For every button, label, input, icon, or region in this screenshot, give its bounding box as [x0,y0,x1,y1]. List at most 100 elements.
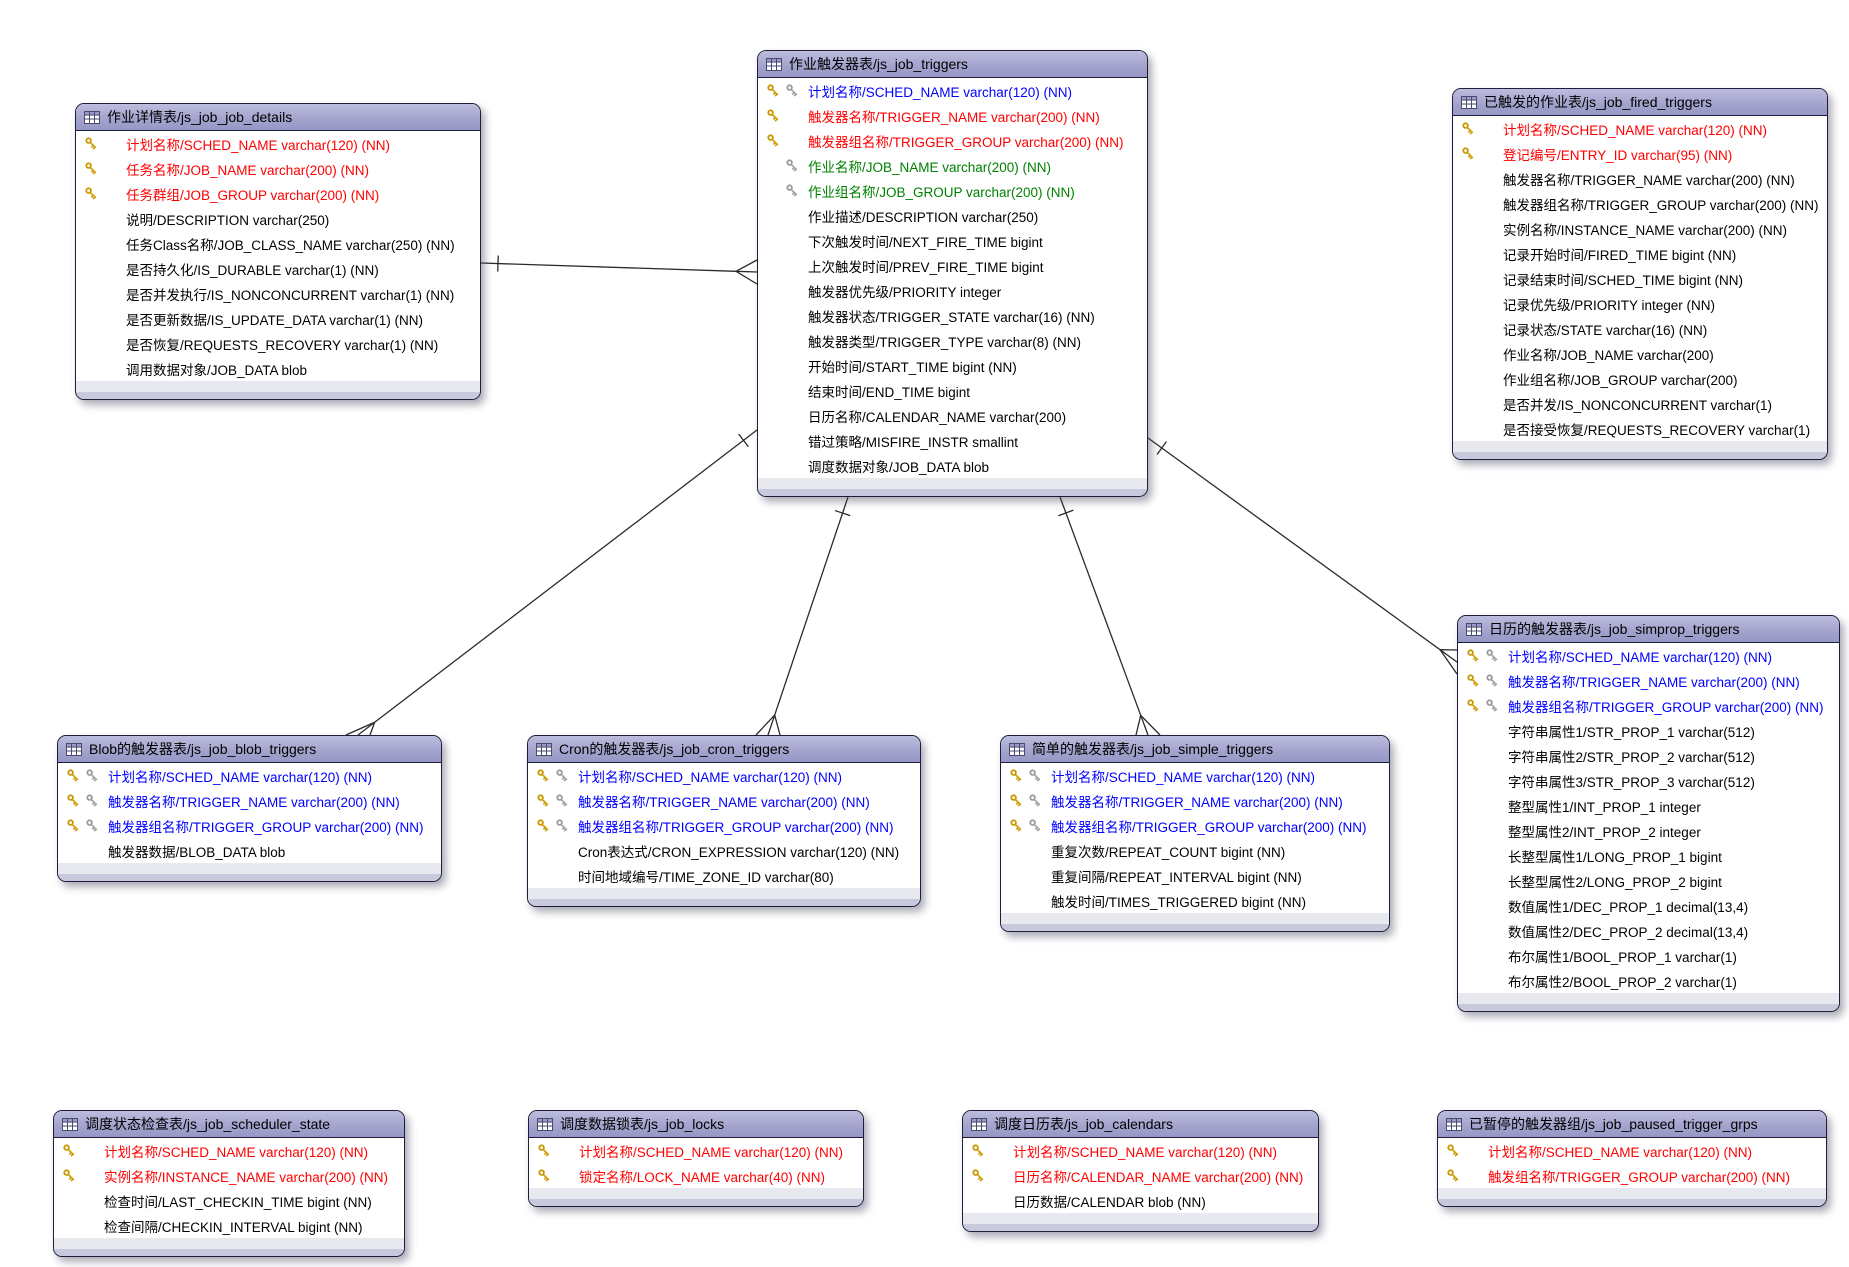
foreign-key-icon [1028,768,1043,783]
foreign-key-icon [1028,793,1043,808]
field-label: 触发器组名称/TRIGGER_GROUP varchar(200) (NN) [578,819,894,835]
foreign-key-icon [785,158,800,173]
field-row: 下次触发时间/NEXT_FIRE_TIME bigint [758,228,1147,253]
table-icon [537,1117,553,1131]
field-label: 布尔属性2/BOOL_PROP_2 varchar(1) [1508,974,1737,990]
field-label: 日历名称/CALENDAR_NAME varchar(200) [808,409,1067,425]
field-label: 计划名称/SCHED_NAME varchar(120) (NN) [126,137,391,153]
foreign-key-icon [1028,818,1043,833]
primary-key-icon [766,83,781,98]
table-js_job_job_details[interactable]: 作业详情表/js_job_job_details 计划名称/SCHED_NAME … [75,103,481,400]
table-title: 已触发的作业表/js_job_fired_triggers [1484,94,1712,110]
field-row: 任务Class名称/JOB_CLASS_NAME varchar(250) (N… [76,231,480,256]
table-title: 作业触发器表/js_job_triggers [789,56,968,72]
table-js_job_triggers[interactable]: 作业触发器表/js_job_triggers 计划名称/SCHED_NAME va… [757,50,1148,497]
field-row: 触发器类型/TRIGGER_TYPE varchar(8) (NN) [758,328,1147,353]
table-title: 调度日历表/js_job_calendars [994,1116,1173,1132]
table-title: 调度状态检查表/js_job_scheduler_state [85,1116,331,1132]
field-row: 触发时间/TIMES_TRIGGERED bigint (NN) [1001,888,1389,913]
foreign-key-icon [785,83,800,98]
field-row: 字符串属性3/STR_PROP_3 varchar(512) [1458,768,1839,793]
table-title: 作业详情表/js_job_job_details [107,109,293,125]
field-label: 结束时间/END_TIME bigint [808,384,971,400]
field-row: 触发器名称/TRIGGER_NAME varchar(200) (NN) [58,788,441,813]
table-icon [66,742,82,756]
primary-key-icon [1466,673,1481,688]
field-label: 计划名称/SCHED_NAME varchar(120) (NN) [1503,122,1768,138]
table-icon [971,1117,987,1131]
field-label: Cron表达式/CRON_EXPRESSION varchar(120) (NN… [578,844,900,860]
primary-key-icon [536,818,551,833]
field-row: 是否恢复/REQUESTS_RECOVERY varchar(1) (NN) [76,331,480,356]
table-title: 日历的触发器表/js_job_simprop_triggers [1489,621,1740,637]
field-row: 计划名称/SCHED_NAME varchar(120) (NN) [1438,1138,1826,1163]
field-label: 上次触发时间/PREV_FIRE_TIME bigint [808,259,1044,275]
field-label: 触发器状态/TRIGGER_STATE varchar(16) (NN) [808,309,1095,325]
field-row: 计划名称/SCHED_NAME varchar(120) (NN) [76,131,480,156]
field-label: 触发组名称/TRIGGER_GROUP varchar(200) (NN) [1488,1169,1791,1185]
field-label: 布尔属性1/BOOL_PROP_1 varchar(1) [1508,949,1737,965]
field-row: 结束时间/END_TIME bigint [758,378,1147,403]
field-row: 触发器名称/TRIGGER_NAME varchar(200) (NN) [528,788,920,813]
table-header: 调度状态检查表/js_job_scheduler_state [54,1111,404,1138]
field-row: 记录结束时间/SCHED_TIME bigint (NN) [1453,266,1827,291]
field-row: 实例名称/INSTANCE_NAME varchar(200) (NN) [1453,216,1827,241]
field-row: 时间地域编号/TIME_ZONE_ID varchar(80) [528,863,920,888]
field-row: 作业名称/JOB_NAME varchar(200) [1453,341,1827,366]
field-row: 记录优先级/PRIORITY integer (NN) [1453,291,1827,316]
field-label: 是否并发执行/IS_NONCONCURRENT varchar(1) (NN) [126,287,455,303]
field-label: 检查时间/LAST_CHECKIN_TIME bigint (NN) [104,1194,372,1210]
field-label: 日历数据/CALENDAR blob (NN) [1013,1194,1206,1210]
table-footer-edge [1438,1199,1826,1206]
field-label: 触发器名称/TRIGGER_NAME varchar(200) (NN) [1503,172,1795,188]
field-row: 整型属性2/INT_PROP_2 integer [1458,818,1839,843]
primary-key-icon [66,768,81,783]
field-label: 计划名称/SCHED_NAME varchar(120) (NN) [1013,1144,1278,1160]
field-row: 是否持久化/IS_DURABLE varchar(1) (NN) [76,256,480,281]
primary-key-icon [536,793,551,808]
field-row: 触发器状态/TRIGGER_STATE varchar(16) (NN) [758,303,1147,328]
foreign-key-icon [85,793,100,808]
field-row: 触发器组名称/TRIGGER_GROUP varchar(200) (NN) [1453,191,1827,216]
field-row: 计划名称/SCHED_NAME varchar(120) (NN) [1453,116,1827,141]
field-row: 触发器名称/TRIGGER_NAME varchar(200) (NN) [1001,788,1389,813]
table-js_job_calendars[interactable]: 调度日历表/js_job_calendars 计划名称/SCHED_NAME va… [962,1110,1319,1232]
table-footer-strip [528,888,920,899]
field-label: 任务群组/JOB_GROUP varchar(200) (NN) [126,187,380,203]
field-label: 作业名称/JOB_NAME varchar(200) (NN) [808,159,1052,175]
foreign-key-icon [1485,648,1500,663]
table-footer-strip [76,381,480,392]
field-label: 触发器组名称/TRIGGER_GROUP varchar(200) (NN) [1503,197,1819,213]
primary-key-icon [766,133,781,148]
primary-key-icon [536,768,551,783]
primary-key-icon [1466,648,1481,663]
field-label: 作业组名称/JOB_GROUP varchar(200) (NN) [808,184,1075,200]
primary-key-icon [84,186,99,201]
field-label: 是否接受恢复/REQUESTS_RECOVERY varchar(1) [1503,422,1811,438]
primary-key-icon [62,1143,77,1158]
field-label: 数值属性1/DEC_PROP_1 decimal(13,4) [1508,899,1749,915]
table-header: 已触发的作业表/js_job_fired_triggers [1453,89,1827,116]
field-row: 计划名称/SCHED_NAME varchar(120) (NN) [528,763,920,788]
field-label: 计划名称/SCHED_NAME varchar(120) (NN) [808,84,1073,100]
primary-key-icon [1461,146,1476,161]
primary-key-icon [1446,1168,1461,1183]
foreign-key-icon [555,818,570,833]
table-icon [766,57,782,71]
table-js_job_fired_triggers[interactable]: 已触发的作业表/js_job_fired_triggers 计划名称/SCHED_… [1452,88,1828,460]
table-icon [1009,742,1025,756]
table-footer-strip [1458,993,1839,1004]
field-row: 上次触发时间/PREV_FIRE_TIME bigint [758,253,1147,278]
field-label: 日历名称/CALENDAR_NAME varchar(200) (NN) [1013,1169,1304,1185]
field-label: 是否更新数据/IS_UPDATE_DATA varchar(1) (NN) [126,312,424,328]
primary-key-icon [1009,818,1024,833]
field-label: 重复次数/REPEAT_COUNT bigint (NN) [1051,844,1286,860]
table-header: Cron的触发器表/js_job_cron_triggers [528,736,920,763]
